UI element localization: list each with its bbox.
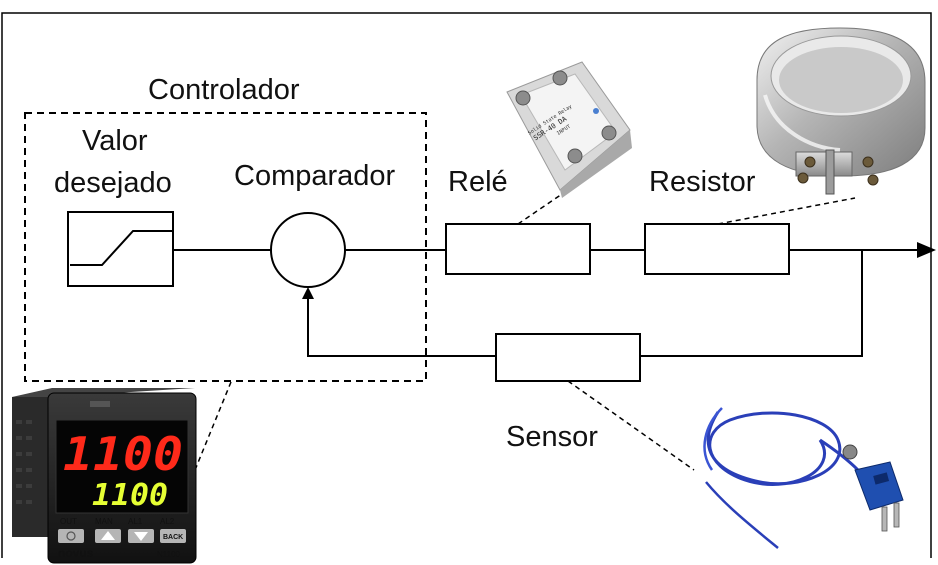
setpoint-ramp-curve	[70, 230, 172, 266]
band-heater-photo	[756, 27, 926, 195]
relay-label: Relé	[448, 166, 508, 198]
indicator-al2: AL2	[160, 517, 175, 526]
feedback-line-right	[640, 250, 863, 357]
brand-logo: novus	[58, 546, 94, 560]
prog-key	[58, 529, 84, 543]
controller-label: Controlador	[148, 74, 300, 106]
comparator-circle	[270, 212, 346, 288]
thermocouple-sensor-photo	[703, 407, 904, 549]
setpoint-block	[67, 211, 174, 287]
relay-block	[445, 223, 591, 275]
sensor-label: Sensor	[506, 421, 598, 453]
sv-display: 1100	[92, 478, 168, 513]
indicator-out: OUT	[60, 517, 77, 526]
setpoint-label-line1: Valor	[82, 125, 148, 157]
feedback-line-left	[307, 298, 496, 357]
feedback-arrowhead	[302, 287, 314, 299]
n1100-controller-photo: 1100 1100 OUT MAN AL1 AL2 BACK novus N11…	[12, 388, 197, 564]
comparator-label: Comparador	[234, 160, 396, 192]
resistor-block	[644, 223, 790, 275]
sensor-block	[495, 333, 641, 382]
setpoint-label-line2: desejado	[54, 167, 172, 199]
controller-leader-line	[194, 381, 232, 471]
model-label: N1100	[157, 550, 181, 559]
back-key-label: BACK	[163, 534, 183, 541]
up-arrow-icon	[101, 531, 115, 540]
sensor-leader-line	[567, 380, 695, 471]
pv-display: 1100	[63, 427, 183, 481]
resistor-leader-line	[717, 197, 856, 225]
controller-boundary	[24, 112, 427, 382]
indicator-al1: AL1	[128, 517, 143, 526]
relay-leader-line	[517, 191, 566, 225]
output-arrowhead	[917, 242, 936, 258]
resistor-label: Resistor	[649, 166, 756, 198]
frame-border	[1, 12, 932, 558]
back-key	[160, 529, 186, 543]
indicator-man: MAN	[95, 517, 113, 526]
solid-state-relay-photo: Solid State Relay SSR-40 DA INPUT	[506, 61, 632, 198]
down-arrow-icon	[134, 532, 148, 541]
